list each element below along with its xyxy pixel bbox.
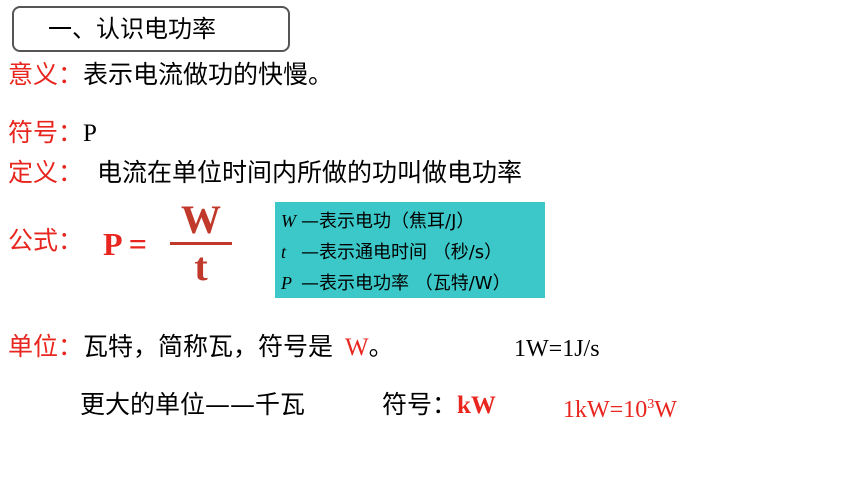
legend-var: t — [281, 242, 287, 262]
definition-row: 定义： 电流在单位时间内所做的功叫做电功率 — [8, 158, 522, 188]
symbol-row: 符号：P — [8, 118, 97, 149]
formula-lhs: P = — [103, 226, 148, 262]
unit-label: 单位： — [8, 332, 84, 361]
larger-unit-text: 更大的单位——千瓦 — [80, 390, 306, 419]
larger-unit-symbol-row: 符号：kW — [382, 390, 496, 421]
meaning-text: 表示电流做功的快慢。 — [83, 60, 334, 89]
formula-label: 公式： — [8, 226, 84, 255]
legend-text: —表示电功（焦耳/J） — [301, 211, 475, 232]
relation-unit: W — [654, 397, 677, 423]
formula-denominator: t — [194, 244, 208, 289]
unit-relation: 1W=1J/s — [514, 336, 600, 362]
formula-legend: W—表示电功（焦耳/J） t —表示通电时间 （秒/s） P —表示电功率 （瓦特/… — [275, 202, 545, 298]
formula-numerator: W — [181, 197, 221, 242]
legend-text: —表示电功率 （瓦特/W） — [301, 273, 511, 294]
meaning-row: 意义：表示电流做功的快慢。 — [8, 60, 333, 90]
larger-unit-relation: 1kW=103W — [563, 390, 677, 425]
larger-unit-symbol-label: 符号： — [382, 390, 458, 419]
symbol-label: 符号： — [8, 118, 84, 147]
legend-var: P — [281, 273, 292, 293]
unit-end: 。 — [368, 332, 394, 361]
unit-text: 瓦特，简称瓦，符号是 — [83, 332, 334, 361]
legend-item-t: t —表示通电时间 （秒/s） — [281, 237, 539, 268]
definition-text: 电流在单位时间内所做的功叫做电功率 — [97, 158, 523, 187]
relation-exponent: 3 — [647, 397, 655, 412]
unit-row: 单位：瓦特，简称瓦，符号是 W。 — [8, 332, 394, 363]
symbol-value: P — [83, 120, 97, 147]
relation-base: 1kW=10 — [563, 397, 648, 423]
legend-item-w: W—表示电功（焦耳/J） — [281, 206, 539, 237]
larger-unit-symbol: kW — [457, 392, 496, 419]
legend-var: W — [281, 211, 296, 231]
formula-fraction: W t — [170, 197, 232, 289]
unit-symbol: W — [344, 334, 369, 361]
fraction-bar — [170, 242, 232, 245]
section-title: 一、认识电功率 — [12, 6, 290, 52]
legend-item-p: P —表示电功率 （瓦特/W） — [281, 268, 539, 299]
definition-label: 定义： — [8, 158, 84, 187]
meaning-label: 意义： — [8, 60, 84, 89]
legend-text: —表示通电时间 （秒/s） — [301, 242, 503, 263]
